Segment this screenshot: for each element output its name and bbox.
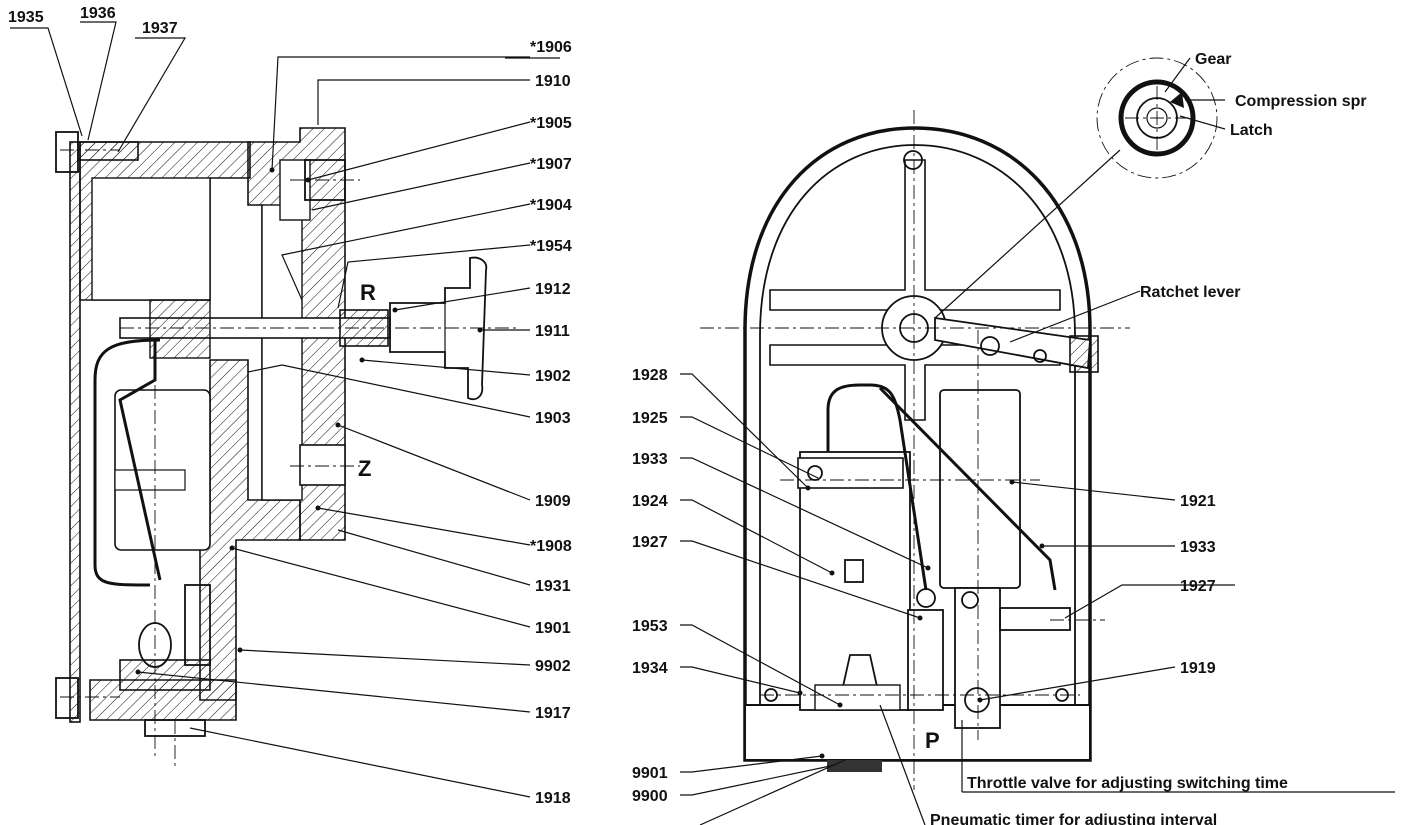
housing-cavity-top [91,177,211,301]
throttle-block [954,587,1001,729]
label-9902: 9902 [535,658,571,675]
label-1919: 1919 [1180,660,1216,677]
label-1927-right: 1927 [1180,578,1216,595]
label-1903: 1903 [535,410,571,427]
port-p-label: P [925,728,940,753]
knurled-knob [827,760,882,772]
label-1902: 1902 [535,368,571,385]
label-1935: 1935 [8,9,44,26]
handwheel-1911 [389,256,488,401]
label-1904: *1904 [530,197,572,214]
label-1931: 1931 [535,578,571,595]
label-1936: 1936 [80,5,116,22]
label-1910: 1910 [535,73,571,90]
label-1901: 1901 [535,620,571,637]
cover-screw-bottom [55,677,79,719]
label-1906: *1906 [530,39,572,56]
label-1937: 1937 [142,20,178,37]
label-throttle-valve: Throttle valve for adjusting switching t… [967,775,1288,792]
label-1912: 1912 [535,281,571,298]
port-r-label: R [360,280,376,305]
port-z-fitting [299,444,346,486]
timer-cylinder-1924 [799,451,911,711]
cover-plate [69,141,81,723]
air-tube [93,338,161,587]
label-1925: 1925 [632,410,668,427]
label-1918: 1918 [535,790,571,807]
label-9900: 9900 [632,788,668,805]
label-compression-spring: Compression spr [1235,93,1367,110]
label-ratchet-lever: Ratchet lever [1140,284,1241,301]
label-1928: 1928 [632,367,668,384]
label-1909: 1909 [535,493,571,510]
right-leader-lines [680,57,1395,825]
clamp-1925 [797,457,904,489]
label-1905: *1905 [530,115,572,132]
tube-1933-right [878,386,1057,591]
label-1921: 1921 [1180,493,1216,510]
label-1934: 1934 [632,660,668,677]
left-view-labels: 1935 1936 1937 *1906 1910 *1905 *1907 *1… [8,5,572,807]
label-9901: 9901 [632,765,668,782]
label-1933-right: 1933 [1180,539,1216,556]
right-view-labels: 1928 1925 1933 1924 1927 1953 1934 9901 … [632,51,1367,825]
label-1911: 1911 [535,323,570,340]
left-sectional-view [55,127,520,770]
label-1907: *1907 [530,156,572,173]
label-1953: 1953 [632,618,668,635]
port-z-label: Z [358,456,371,481]
label-1933-left: 1933 [632,451,668,468]
right-front-view [700,110,1130,790]
left-leader-lines [10,21,560,798]
label-1917: 1917 [535,705,571,722]
label-pneumatic-timer: Pneumatic timer for adjusting interval [930,812,1217,825]
label-1908: *1908 [530,538,572,555]
fitting-1927-right [999,607,1071,631]
label-1954: *1954 [530,238,572,255]
detail-view-gear [934,57,1218,319]
label-latch: Latch [1230,122,1273,139]
label-1927-left: 1927 [632,534,668,551]
label-gear: Gear [1195,51,1231,68]
housing-inner-outline [759,144,1076,746]
label-1924: 1924 [632,493,668,510]
spindle-bearing [149,299,211,359]
valve-bore [261,204,303,501]
